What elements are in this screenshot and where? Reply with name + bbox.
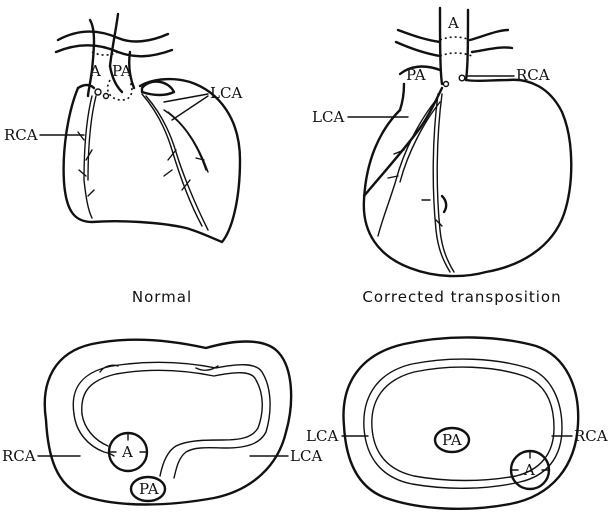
normal-section-aorta-label: A (121, 443, 133, 461)
normal-aorta-label: A (89, 62, 101, 80)
normal-section-drawing (45, 340, 291, 505)
normal-section-pa-label: PA (139, 480, 159, 498)
corrected-section-pa-label: PA (442, 431, 462, 449)
corrected-section-aorta-label: A (523, 461, 535, 479)
normal-lca-leader (164, 94, 208, 120)
normal-section-rca-label: RCA (2, 447, 36, 465)
corrected-heart-drawing (364, 8, 571, 276)
normal-lca-label: LCA (210, 84, 242, 102)
normal-pa-label: PA (112, 62, 132, 80)
normal-rca-label: RCA (4, 126, 38, 144)
corrected-pa-label: PA (406, 66, 426, 84)
normal-section-lca-label: LCA (290, 447, 322, 465)
corrected-caption: Corrected transposition (362, 288, 561, 306)
normal-caption: Normal (132, 288, 192, 306)
corrected-rca-label: RCA (516, 66, 550, 84)
corrected-lca-label: LCA (312, 108, 344, 126)
corrected-aorta-label: A (447, 14, 459, 32)
corrected-section-lca-label: LCA (306, 427, 338, 445)
corrected-section-drawing (344, 337, 579, 508)
normal-heart-drawing (56, 14, 240, 242)
corrected-section-rca-label: RCA (574, 427, 608, 445)
